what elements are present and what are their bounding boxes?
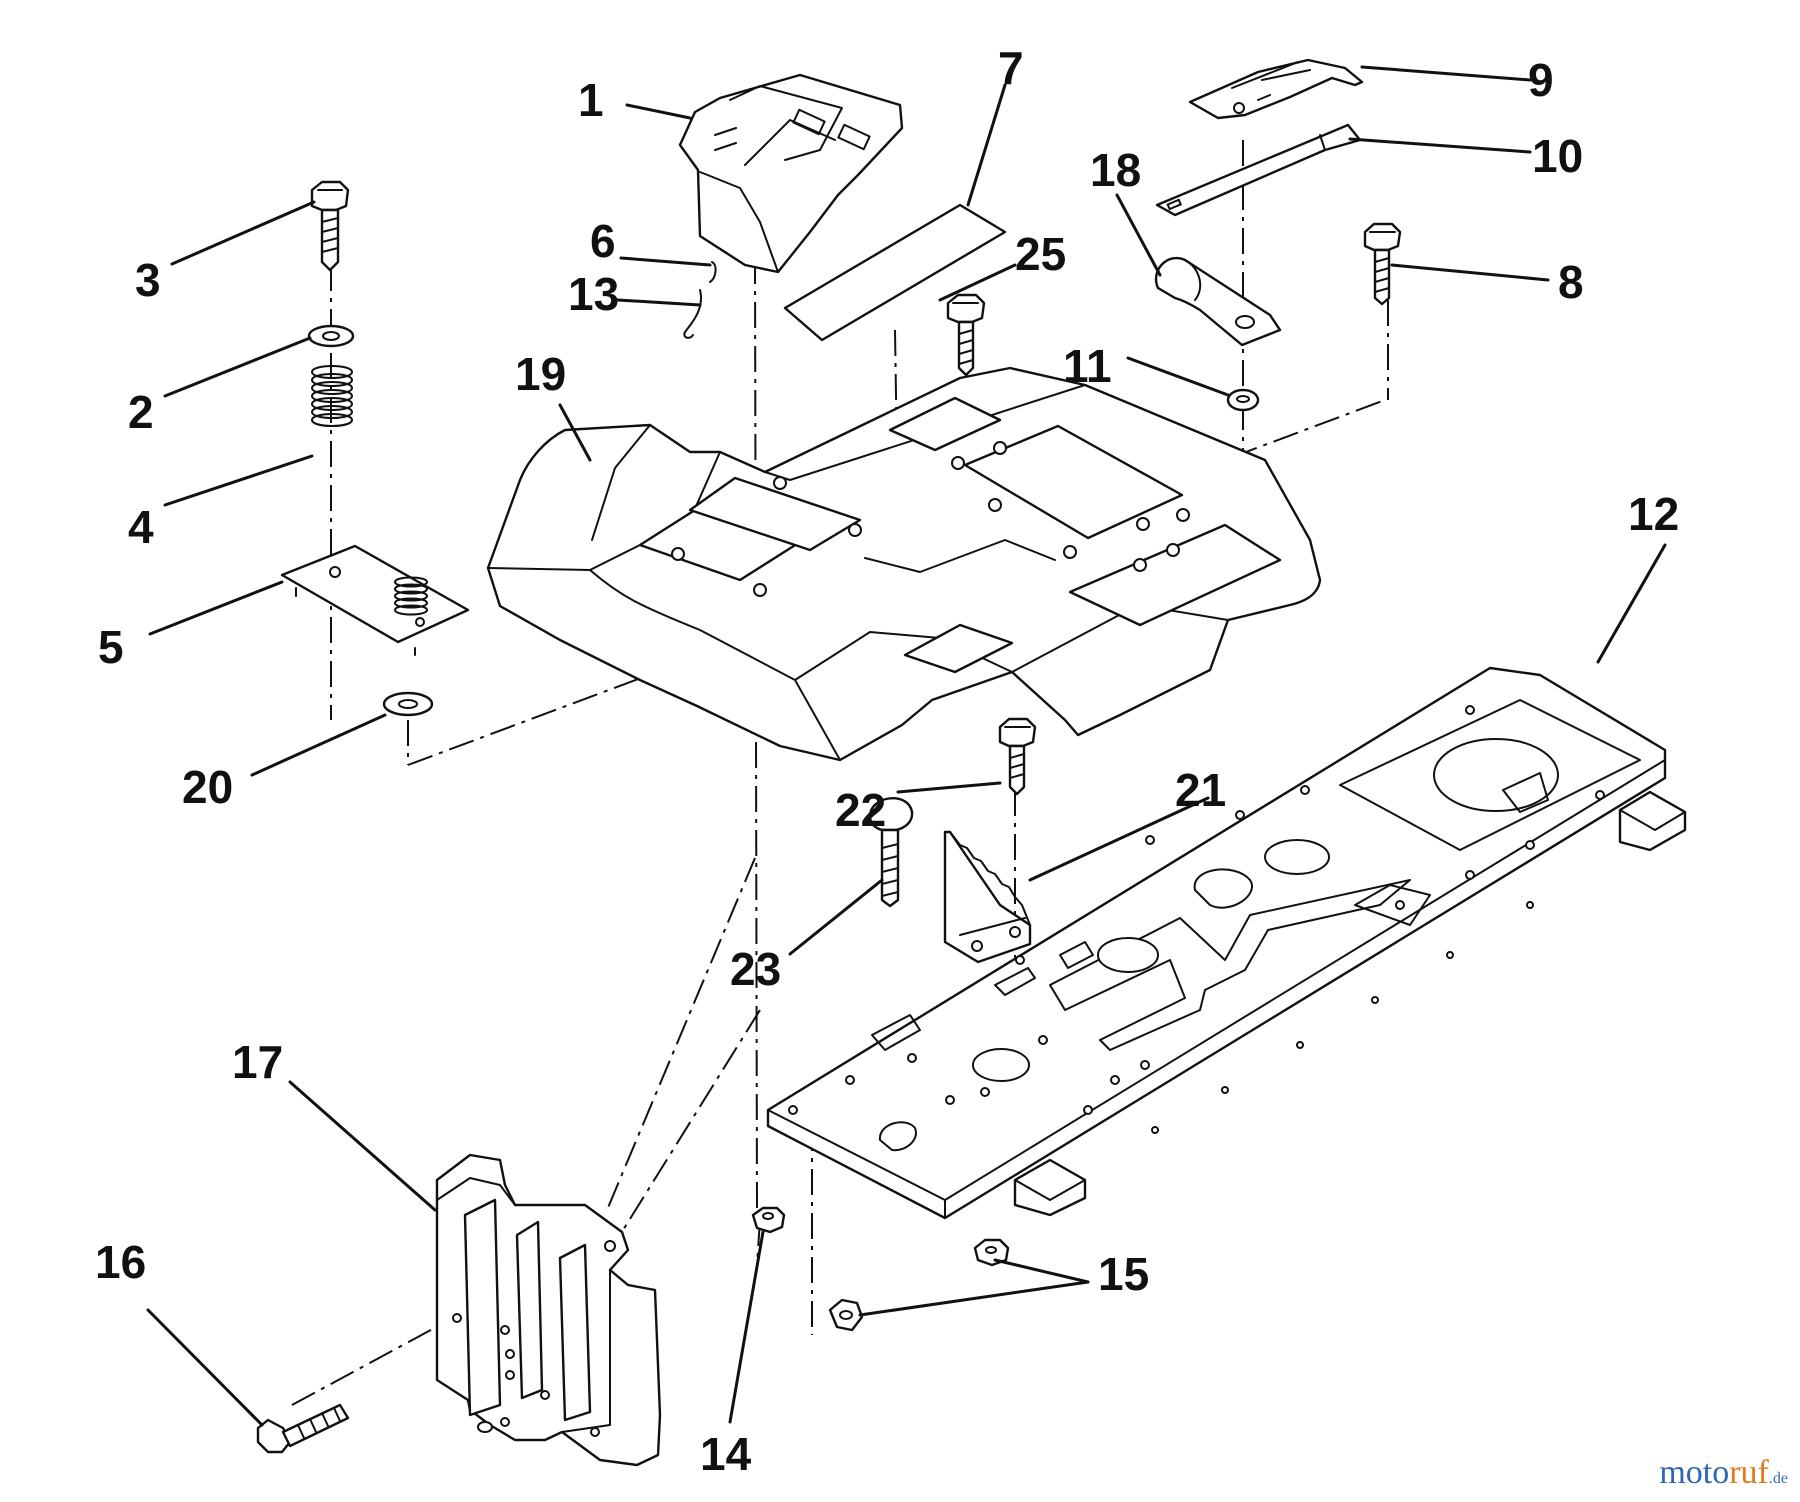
part-13-wire (683, 289, 702, 339)
callout-25: 25 (1015, 228, 1066, 280)
part-16-bolt (256, 1403, 350, 1454)
callout-4: 4 (128, 501, 154, 553)
part-10-strap (1155, 123, 1362, 217)
part-18-clamp (1154, 256, 1282, 347)
watermark-text-b: ruf (1729, 1454, 1769, 1491)
callout-6: 6 (590, 215, 616, 267)
callout-11: 11 (1063, 340, 1112, 392)
callout-numbers: 1 2 3 4 5 6 7 8 9 10 11 12 13 14 15 16 1… (95, 42, 1679, 1480)
callout-15: 15 (1098, 1248, 1149, 1300)
part-5-plate (280, 544, 470, 656)
part-11-nut (1226, 388, 1260, 412)
callout-8: 8 (1558, 256, 1584, 308)
part-9-bracket (1188, 58, 1364, 120)
callout-13: 13 (568, 268, 619, 320)
watermark-text-a: moto (1659, 1454, 1730, 1491)
part-3-bolt (310, 180, 350, 272)
part-15-nut-upper (973, 1238, 1010, 1267)
callout-19: 19 (515, 348, 566, 400)
callout-20: 20 (182, 761, 233, 813)
part-4-spring (311, 365, 353, 427)
callout-17: 17 (232, 1036, 283, 1088)
callout-23: 23 (730, 943, 781, 995)
callout-14: 14 (700, 1428, 752, 1480)
part-8-bolt (1363, 222, 1402, 306)
watermark-logo: motoruf.de (1659, 1454, 1788, 1492)
callout-5: 5 (98, 621, 124, 673)
watermark-suffix: .de (1768, 1470, 1788, 1487)
callout-9: 9 (1528, 54, 1554, 106)
part-7-decal (783, 203, 1007, 342)
callout-10: 10 (1532, 130, 1583, 182)
part-22-bolt (998, 717, 1037, 796)
leader-lines (146, 65, 1667, 1427)
callout-3: 3 (135, 254, 161, 306)
part-19-foot-deck (486, 366, 1322, 762)
part-23-carriage-bolt (868, 797, 914, 908)
callout-22: 22 (835, 784, 886, 836)
part-21-bracket (943, 830, 1032, 964)
part-20-washer (382, 691, 434, 717)
part-25-bolt (946, 293, 986, 377)
callout-12: 12 (1628, 488, 1679, 540)
part-17-front-bracket (435, 1153, 662, 1467)
callout-16: 16 (95, 1236, 146, 1288)
part-6-clip (709, 261, 717, 283)
part-1-seat-bracket (678, 73, 904, 274)
part-12-frame (766, 666, 1687, 1220)
callout-18: 18 (1090, 144, 1141, 196)
part-14-nut (751, 1206, 786, 1234)
callout-7: 7 (998, 42, 1024, 94)
callout-21: 21 (1175, 764, 1226, 816)
part-2-washer (307, 324, 355, 348)
part-15-nut-lower (828, 1298, 864, 1332)
callout-2: 2 (128, 386, 154, 438)
callout-1: 1 (578, 74, 604, 126)
